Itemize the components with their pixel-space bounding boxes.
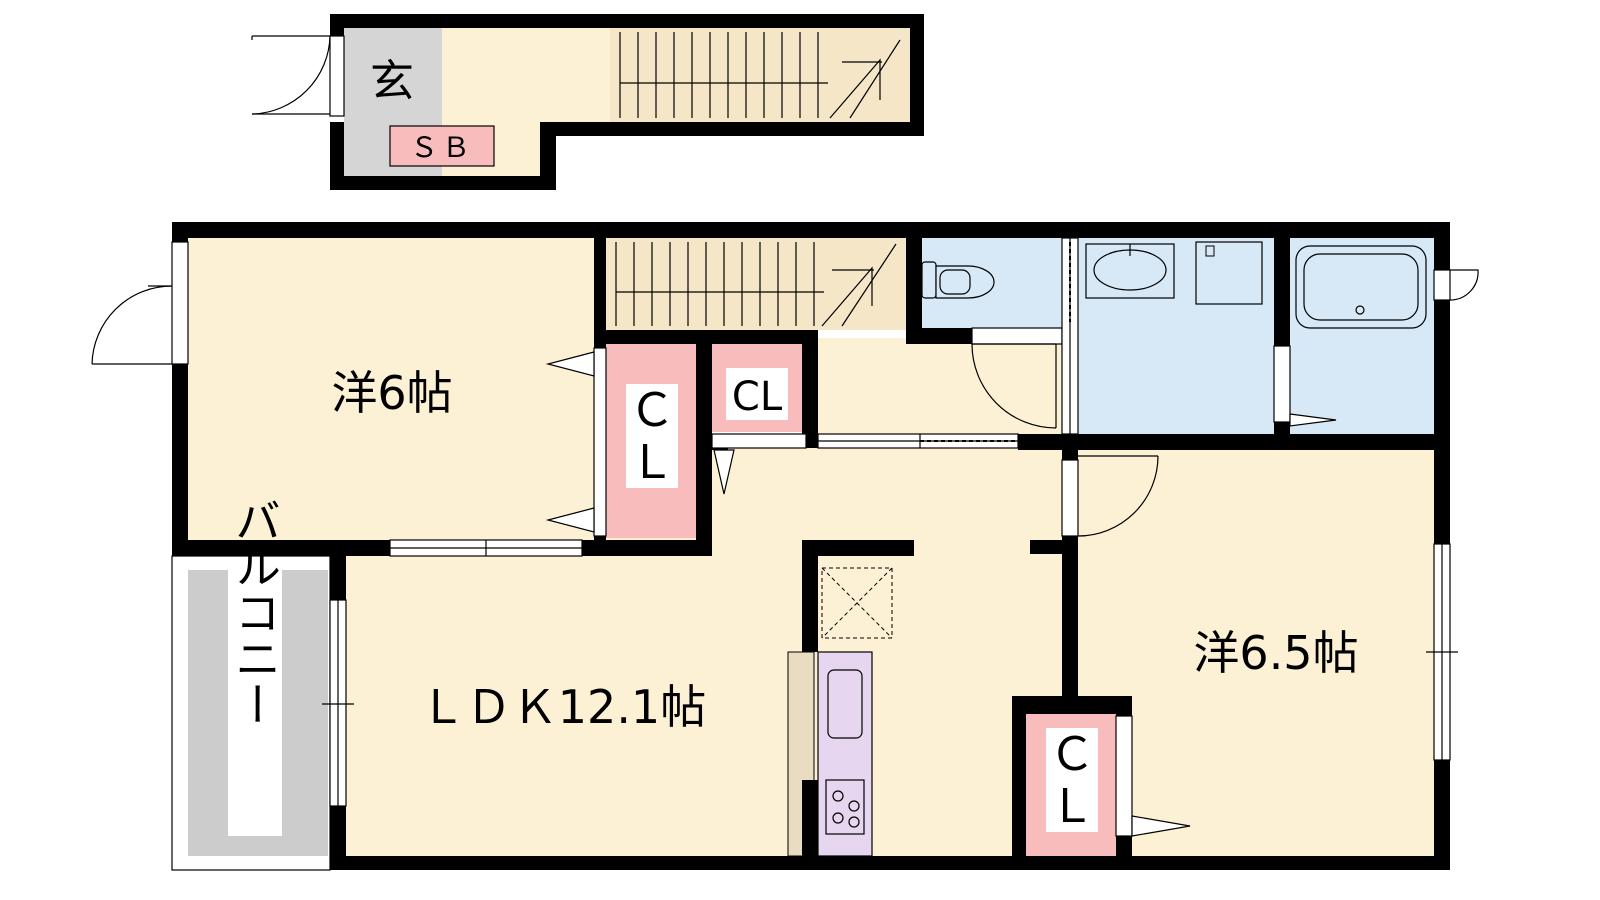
closet-3-door	[1115, 715, 1191, 837]
stove-icon	[825, 779, 865, 835]
bathroom	[1290, 238, 1434, 434]
ldk-label: ＬＤＫ12.1帖	[420, 680, 706, 734]
fridge-space	[821, 567, 893, 639]
main-floor: 洋6帖 洋6.5帖 ＬＤＫ12.1帖 Ｃ Ｌ CL Ｃ Ｌ バルコニー	[91, 222, 1479, 871]
hall-sliding-door	[817, 433, 1019, 449]
closet-2-door	[711, 433, 807, 495]
kitchen-sink-icon	[827, 669, 863, 739]
closet-3-label-c: Ｃ	[1049, 727, 1095, 781]
walls	[172, 222, 1450, 870]
closet-1-label-c: Ｃ	[629, 383, 675, 437]
shoe-box	[389, 125, 495, 167]
room6-sliding-door	[389, 539, 583, 557]
upper-stairs	[610, 28, 914, 122]
closet-3-label-l: Ｌ	[1049, 779, 1095, 833]
kitchen-counter	[817, 651, 873, 857]
room6-5-door	[1061, 455, 1159, 537]
toilet-icon	[935, 265, 995, 299]
entrance-section: ＳＢ 玄	[251, 14, 924, 190]
washroom	[1078, 238, 1274, 434]
closet-1-label-l: Ｌ	[629, 435, 675, 489]
room6-5-window	[1426, 543, 1458, 761]
entrance-door	[251, 35, 345, 117]
ldk-balcony-window	[322, 599, 354, 807]
washroom-sliding-door	[1061, 237, 1079, 435]
western-room-6-5-label: 洋6.5帖	[1193, 626, 1358, 680]
main-stairs	[606, 238, 906, 330]
genkan-label: 玄	[370, 56, 414, 107]
closet-2-label: CL	[732, 374, 783, 420]
washing-machine-icon	[1195, 241, 1263, 305]
western-room-6-label: 洋6帖	[331, 366, 452, 420]
bath-window	[1433, 269, 1479, 301]
balcony-label: バルコニー	[228, 497, 282, 727]
balcony	[171, 555, 331, 871]
balcony-room-door	[91, 241, 189, 365]
bathtub-icon	[1295, 245, 1427, 329]
shoe-box-label: ＳＢ	[410, 131, 474, 164]
hall-floor	[818, 338, 1068, 436]
bath-door	[1273, 345, 1337, 427]
closet-1-doors	[545, 347, 607, 537]
toilet-room	[921, 238, 1062, 328]
